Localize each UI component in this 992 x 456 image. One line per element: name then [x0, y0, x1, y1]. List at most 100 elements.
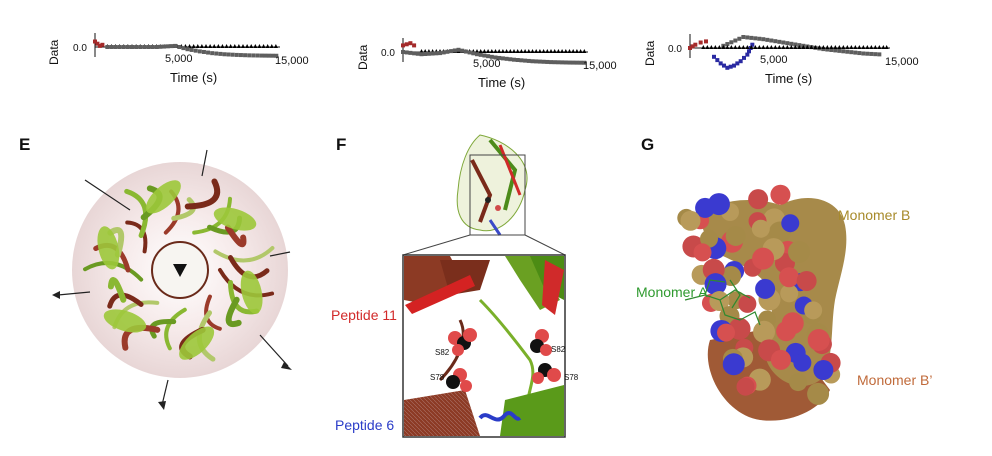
panel-letter-e: E: [19, 135, 31, 154]
series-1-point: [560, 49, 565, 53]
series-2-point: [243, 53, 248, 58]
y-tick-label: 0.0: [668, 44, 682, 55]
series-1-point: [208, 44, 213, 48]
series-2-point: [769, 38, 774, 43]
series-2-point: [206, 50, 211, 55]
series-2-point: [251, 53, 256, 58]
zoom-line-left: [402, 234, 471, 256]
series-1-point: [541, 49, 546, 53]
ribbon-strand: [149, 318, 177, 339]
series-3-point: [845, 45, 850, 49]
series-2-point: [571, 60, 576, 65]
series-0-point: [704, 39, 708, 44]
series-1-point: [228, 44, 233, 48]
series-1-point: [545, 49, 550, 53]
y-tick-label: 0.0: [73, 43, 87, 54]
y-axis-label: Data: [356, 44, 370, 70]
arrow-line-4: [259, 334, 289, 367]
series-2-point: [500, 56, 505, 61]
series-3-point: [829, 45, 834, 49]
series-3-point: [725, 45, 730, 49]
y-axis-label: Data: [47, 39, 61, 65]
series-1-point: [482, 49, 487, 53]
series-1-point: [261, 44, 266, 48]
atom-sphere: [787, 240, 810, 263]
atom-sphere: [748, 189, 769, 210]
series-2-point: [789, 41, 794, 46]
series-2-point: [150, 45, 155, 49]
series-1-point: [530, 49, 535, 53]
atom-sphere: [780, 284, 799, 303]
series-0-point: [401, 43, 405, 48]
series-2-point: [142, 45, 147, 49]
series-2-point: [545, 59, 550, 64]
series-1-point: [715, 58, 720, 63]
y-tick-label: 0.0: [381, 48, 395, 59]
series-1-point: [552, 49, 557, 53]
series-2-point: [259, 53, 264, 58]
ribbon-strand: [224, 224, 247, 248]
zoom-box: [469, 154, 526, 236]
series-2-point: [552, 60, 557, 65]
series-2-point: [753, 36, 758, 41]
series-1-point: [273, 44, 278, 48]
series-2-point: [777, 39, 782, 44]
atom-sphere: [722, 353, 745, 376]
atom-sphere: [680, 210, 701, 231]
series-2-point: [169, 44, 174, 49]
series-3-point: [805, 45, 810, 49]
series-3-point: [781, 45, 786, 49]
atom-sphere: [704, 273, 727, 296]
series-3-point: [777, 45, 782, 49]
series-2-point: [214, 51, 219, 56]
series-2-point: [181, 46, 186, 51]
zoom-content: [404, 256, 564, 436]
ribbon-strand: [184, 178, 221, 210]
series-1-point: [578, 49, 583, 53]
series-1-point: [712, 54, 716, 59]
series-2-point: [138, 45, 143, 49]
series-1-point: [728, 64, 733, 69]
arrow-line-1: [84, 179, 131, 211]
atom-sphere: [752, 247, 775, 270]
series-1-point: [486, 49, 491, 53]
panel-letter-g: G: [641, 135, 655, 154]
atom-sphere: [695, 197, 716, 218]
series-3-point: [701, 45, 706, 49]
series-3-point: [837, 45, 842, 49]
atom-sphere: [770, 184, 791, 205]
series-2-point: [837, 48, 842, 53]
series-1-point: [515, 49, 520, 53]
series-2-point: [781, 40, 786, 45]
series-1-point: [735, 61, 740, 66]
series-1-point: [747, 49, 751, 54]
series-2-point: [238, 53, 243, 58]
series-2-point: [497, 55, 502, 60]
label-peptide-11: Peptide 11: [331, 307, 397, 323]
series-2-point: [486, 54, 491, 59]
series-2-point: [757, 36, 762, 41]
label-s78-left: S78: [430, 373, 445, 382]
series-1-point: [738, 59, 743, 64]
series-2-point: [793, 42, 798, 47]
panel-f-structure: S82 S82 S78 S78: [402, 134, 579, 438]
series-3-point: [821, 45, 826, 49]
atom-sphere: [781, 214, 800, 233]
series-2-point: [749, 35, 754, 40]
series-2-point: [189, 47, 194, 52]
series-2-point: [226, 52, 231, 57]
series-1-point: [567, 49, 572, 53]
series-1-point: [718, 61, 723, 66]
series-2-point: [255, 53, 260, 58]
series-1-point: [224, 44, 229, 48]
series-1-point: [216, 44, 221, 48]
atom-spheres: [677, 184, 841, 405]
series-1-point: [537, 49, 542, 53]
series-1-point: [534, 49, 539, 53]
series-3-point: [745, 45, 750, 49]
series-2-point: [526, 58, 531, 63]
series-2-point: [113, 45, 118, 49]
